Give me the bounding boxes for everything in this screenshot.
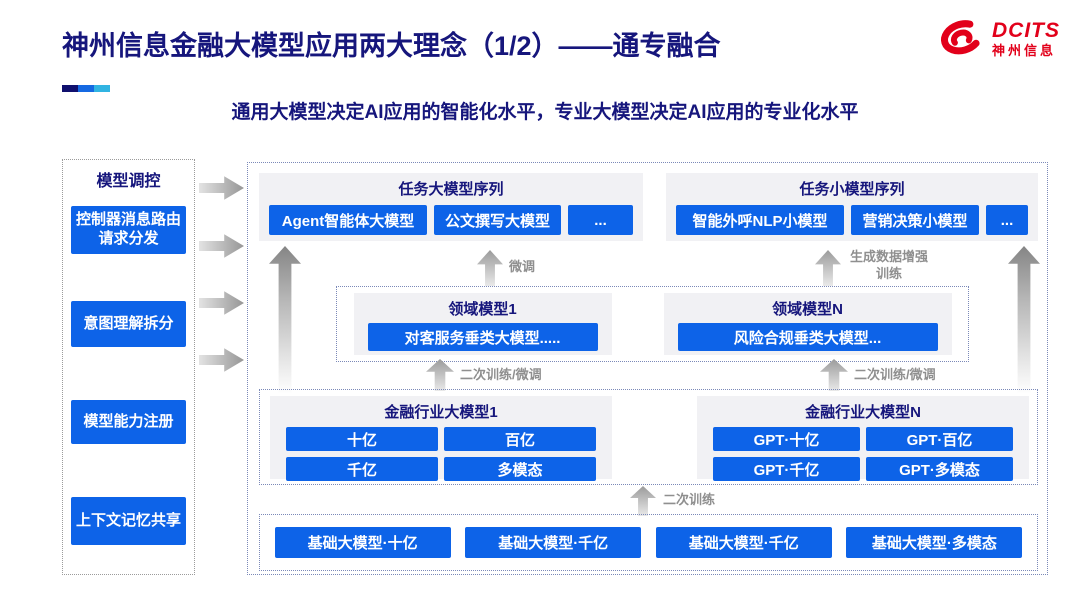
domain-model-n-title: 领域模型N bbox=[772, 301, 843, 318]
secondary-train-arrow bbox=[630, 486, 656, 516]
industry-model-n-title: 金融行业大模型N bbox=[805, 404, 921, 421]
secondary-finetune-label-left: 二次训练/微调 bbox=[460, 367, 542, 382]
node-gpt-multimodal: GPT·多模态 bbox=[866, 457, 1013, 481]
node-multimodal: 多模态 bbox=[444, 457, 596, 481]
secondary-train-label: 二次训练 bbox=[663, 492, 716, 507]
domain-model-n-panel: 领域模型N 风险合规垂类大模型... bbox=[663, 293, 952, 355]
title-accent-bar bbox=[62, 85, 110, 92]
node-agent-large-model: Agent智能体大模型 bbox=[269, 205, 427, 235]
industry-model-box: 金融行业大模型1 十亿 百亿 千亿 多模态 金融行业大模型N GPT·十亿 GP… bbox=[259, 389, 1038, 485]
node-ten-billion: 百亿 bbox=[444, 427, 596, 451]
secondary-finetune-label-right: 二次训练/微调 bbox=[854, 367, 936, 382]
domain-model-box: 领域模型1 对客服务垂类大模型..... 领域模型N 风险合规垂类大模型... bbox=[336, 286, 969, 362]
flow-right-arrow-1 bbox=[199, 176, 244, 200]
node-task-large-ellipsis: ... bbox=[568, 205, 633, 235]
logo-company: 神州信息 bbox=[992, 43, 1057, 59]
node-marketing-decision-model: 营销决策小模型 bbox=[851, 205, 979, 235]
tall-up-arrow-left bbox=[269, 246, 301, 394]
base-model-box: 基础大模型·十亿 基础大模型·千亿 基础大模型·千亿 基础大模型·多模态 bbox=[259, 514, 1038, 571]
logo-text: DCITS 神州信息 bbox=[992, 20, 1060, 58]
accent-segment-navy bbox=[62, 85, 78, 92]
node-base-model-multimodal: 基础大模型·多模态 bbox=[846, 527, 1023, 558]
page-title: 神州信息金融大模型应用两大理念（1/2）——通专融合 bbox=[62, 31, 721, 61]
node-base-model-hundred-billion-2: 基础大模型·千亿 bbox=[655, 527, 832, 558]
dcits-swoosh-icon bbox=[941, 20, 980, 55]
dcits-logo: DCITS 神州信息 bbox=[933, 16, 1060, 62]
task-small-model-title: 任务小模型序列 bbox=[799, 181, 905, 198]
node-base-model-hundred-billion-1: 基础大模型·千亿 bbox=[465, 527, 642, 558]
sidebar-item-capability-register: 模型能力注册 bbox=[71, 400, 186, 444]
flow-right-arrow-2 bbox=[199, 234, 244, 258]
flow-right-arrow-3 bbox=[199, 291, 244, 315]
node-gpt-ten-billion: GPT·百亿 bbox=[866, 427, 1013, 451]
sidebar-item-controller-routing: 控制器消息路由请求分发 bbox=[71, 206, 186, 254]
domain-model-1-title: 领域模型1 bbox=[448, 301, 517, 318]
node-gpt-hundred-billion: GPT·千亿 bbox=[713, 457, 860, 481]
sidebar-item-intent-split: 意图理解拆分 bbox=[71, 301, 186, 347]
node-outbound-nlp-model: 智能外呼NLP小模型 bbox=[676, 205, 844, 235]
gen-data-up-arrow bbox=[815, 250, 841, 286]
domain-model-1-panel: 领域模型1 对客服务垂类大模型..... bbox=[353, 293, 612, 355]
task-small-model-row: 智能外呼NLP小模型 营销决策小模型 ... bbox=[676, 205, 1028, 235]
industry-model-1-grid: 十亿 百亿 千亿 多模态 bbox=[286, 427, 596, 481]
task-large-model-row: Agent智能体大模型 公文撰写大模型 ... bbox=[269, 205, 633, 235]
task-large-model-panel: 任务大模型序列 Agent智能体大模型 公文撰写大模型 ... bbox=[259, 173, 643, 241]
fine-tune-up-arrow bbox=[477, 250, 503, 286]
gen-data-train-label: 生成数据增强训练 bbox=[849, 249, 928, 281]
node-risk-compliance-vertical-model: 风险合规垂类大模型... bbox=[677, 323, 938, 351]
tall-up-arrow-right bbox=[1008, 246, 1040, 394]
model-control-sidebar: 模型调控 控制器消息路由请求分发 意图理解拆分 模型能力注册 上下文记忆共享 bbox=[62, 159, 195, 575]
model-architecture-diagram: 任务大模型序列 Agent智能体大模型 公文撰写大模型 ... 任务小模型序列 … bbox=[247, 162, 1048, 575]
secondary-finetune-arrow-left bbox=[426, 359, 454, 391]
industry-model-n-panel: 金融行业大模型N GPT·十亿 GPT·百亿 GPT·千亿 GPT·多模态 bbox=[697, 396, 1029, 481]
slide-subtitle: 通用大模型决定AI应用的智能化水平，专业大模型决定AI应用的专业化水平 bbox=[231, 102, 859, 123]
logo-brand: DCITS bbox=[992, 19, 1060, 43]
node-gpt-billion: GPT·十亿 bbox=[713, 427, 860, 451]
node-task-small-ellipsis: ... bbox=[986, 205, 1028, 235]
flow-right-arrow-4 bbox=[199, 348, 244, 372]
industry-model-1-panel: 金融行业大模型1 十亿 百亿 千亿 多模态 bbox=[270, 396, 612, 481]
accent-segment-cyan bbox=[94, 85, 110, 92]
node-customer-service-vertical-model: 对客服务垂类大模型..... bbox=[367, 323, 598, 351]
fine-tune-label: 微调 bbox=[509, 259, 536, 274]
task-small-model-panel: 任务小模型序列 智能外呼NLP小模型 营销决策小模型 ... bbox=[666, 173, 1038, 241]
node-hundred-billion: 千亿 bbox=[286, 457, 438, 481]
sidebar-title: 模型调控 bbox=[96, 173, 161, 190]
secondary-finetune-arrow-right bbox=[820, 359, 848, 391]
task-large-model-title: 任务大模型序列 bbox=[398, 181, 504, 198]
node-base-model-billion: 基础大模型·十亿 bbox=[274, 527, 451, 558]
industry-model-n-grid: GPT·十亿 GPT·百亿 GPT·千亿 GPT·多模态 bbox=[713, 427, 1013, 481]
industry-model-1-title: 金融行业大模型1 bbox=[384, 404, 498, 421]
sidebar-item-context-memory: 上下文记忆共享 bbox=[71, 497, 186, 545]
node-billion: 十亿 bbox=[286, 427, 438, 451]
accent-segment-blue bbox=[78, 85, 94, 92]
node-document-writing-model: 公文撰写大模型 bbox=[434, 205, 561, 235]
